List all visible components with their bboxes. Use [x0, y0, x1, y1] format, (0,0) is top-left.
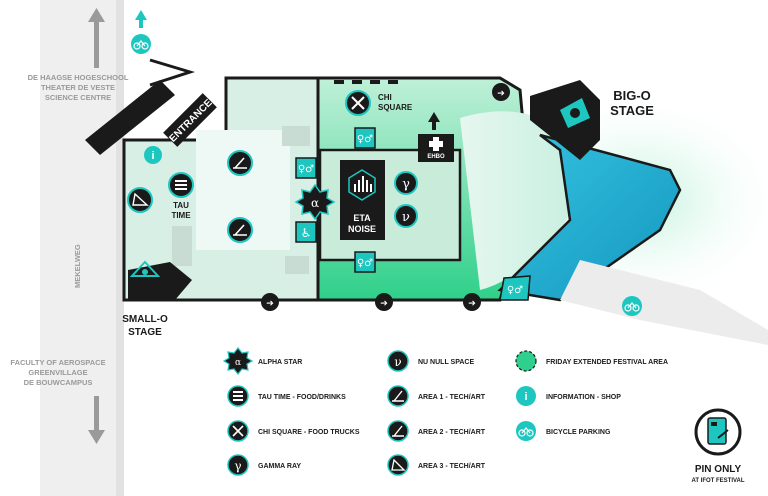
legend-information: INFORMATION - SHOP	[546, 394, 621, 401]
ehbo-marker: EHBO	[418, 112, 454, 162]
toilet-marker-4: ♀♂	[499, 275, 531, 301]
legend-bicycle-parking: BICYCLE PARKING	[546, 429, 611, 436]
svg-text:i: i	[524, 391, 527, 403]
accessible-toilet-marker: ♿	[295, 221, 317, 243]
svg-text:➔: ➔	[497, 89, 505, 99]
legend-col3: FRIDAY EXTENDED FESTIVAL AREA i INFORMAT…	[515, 350, 668, 441]
svg-text:➔: ➔	[468, 299, 476, 309]
svg-text:♀♂: ♀♂	[357, 258, 373, 269]
area-3-icon	[387, 454, 409, 476]
chi-label-2: SQUARE	[378, 103, 413, 112]
svg-text:♀♂: ♀♂	[357, 134, 373, 145]
chi-square-marker	[345, 90, 371, 116]
area-2-marker	[227, 217, 253, 243]
legend-area-3: AREA 3 - TECH/ART	[418, 463, 486, 470]
svg-text:♿: ♿	[301, 226, 312, 240]
grey-road	[560, 260, 768, 345]
eta-label-2: NOISE	[348, 224, 376, 234]
legend-chi-square: CHI SQUARE - FOOD TRUCKS	[258, 429, 360, 436]
toilet-marker-1: ♀♂	[354, 127, 376, 149]
bicycle-parking-top	[131, 10, 151, 54]
gamma-ray-icon: γ	[227, 454, 249, 476]
big-o-stage	[530, 80, 600, 160]
legend-col1: α ALPHA STAR TAU TIME - FOOD/DRINKS CHI …	[222, 347, 360, 476]
svg-text:➔: ➔	[380, 299, 388, 309]
bottom-destination-2: GREENVILLAGE	[28, 368, 87, 377]
area-3-marker	[127, 187, 153, 213]
chi-label-1: CHI	[378, 93, 392, 102]
bicycle-parking-right	[622, 296, 642, 316]
toilet-marker-3: ♀♂	[354, 251, 376, 273]
nu-null-space-marker: ν	[394, 204, 418, 228]
area-2-icon	[387, 420, 409, 442]
legend-gamma-ray: GAMMA RAY	[258, 463, 301, 470]
top-destination-3: SCIENCE CENTRE	[45, 93, 111, 102]
svg-text:ν: ν	[394, 355, 401, 369]
svg-text:γ: γ	[402, 177, 410, 192]
legend-area-2: AREA 2 - TECH/ART	[418, 429, 486, 436]
alpha-star-icon: α	[222, 347, 254, 375]
information-icon: i	[516, 386, 536, 406]
exit-marker-1: ➔	[261, 293, 279, 311]
toilet-marker-2: ♀♂	[295, 157, 317, 179]
grey-patch-1	[282, 126, 310, 146]
eta-noise-icon	[348, 169, 376, 201]
bottom-destination-3: DE BOUWCAMPUS	[24, 378, 93, 387]
eta-label-1: ETA	[353, 213, 371, 223]
tau-time-marker	[168, 172, 194, 198]
grey-patch-2	[285, 256, 309, 274]
small-o-label-1: SMALL-O	[122, 314, 168, 325]
svg-text:α: α	[311, 196, 319, 210]
svg-text:ν: ν	[402, 210, 410, 225]
tau-label-1: TAU	[173, 201, 189, 210]
svg-text:♀♂: ♀♂	[298, 164, 314, 175]
area-1-icon	[387, 385, 409, 407]
big-o-label-1: BIG-O	[613, 88, 651, 103]
grey-patch-3	[172, 226, 192, 266]
ehbo-label: EHBO	[427, 154, 445, 160]
gamma-ray-marker: γ	[394, 171, 418, 195]
pin-only-subtitle: AT IFOT FESTIVAL	[691, 478, 744, 484]
parking-bars	[334, 80, 398, 84]
top-destination-2: THEATER DE VESTE	[41, 83, 115, 92]
tau-label-2: TIME	[171, 211, 191, 220]
pin-only-title: PIN ONLY	[695, 464, 742, 475]
area-1-marker	[227, 150, 253, 176]
legend-alpha-star: ALPHA STAR	[258, 359, 302, 366]
alpha-star-marker: α	[294, 183, 336, 221]
legend-friday-area: FRIDAY EXTENDED FESTIVAL AREA	[546, 359, 668, 366]
svg-text:γ: γ	[234, 459, 241, 473]
north-arrow-icon	[88, 8, 105, 68]
nu-null-space-icon: ν	[387, 350, 409, 372]
bottom-destination-1: FACULTY OF AEROSPACE	[10, 358, 105, 367]
bicycle-parking-icon	[516, 421, 536, 441]
top-destination-1: DE HAAGSE HOGESCHOOL	[28, 73, 129, 82]
pin-only-badge	[694, 408, 742, 456]
information-marker: i	[144, 146, 162, 164]
exit-marker-3: ➔	[463, 293, 481, 311]
legend-col2: ν NU NULL SPACE AREA 1 - TECH/ART AREA 2…	[387, 350, 486, 476]
small-o-label-2: STAGE	[128, 327, 162, 338]
hatched-area	[460, 111, 580, 290]
road-edge	[116, 0, 124, 496]
big-o-label-2: STAGE	[610, 103, 654, 118]
road-label: MEKELWEG	[73, 244, 82, 288]
svg-text:♀♂: ♀♂	[507, 285, 523, 296]
exit-marker-4: ➔	[492, 83, 510, 101]
exit-marker-2: ➔	[375, 293, 393, 311]
entrance-path	[85, 58, 196, 155]
svg-text:➔: ➔	[266, 299, 274, 309]
svg-text:α: α	[235, 358, 241, 368]
legend-tau-time: TAU TIME - FOOD/DRINKS	[258, 394, 346, 401]
road-band	[40, 0, 122, 496]
chi-square-icon	[227, 420, 249, 442]
svg-text:i: i	[151, 150, 154, 162]
south-arrow-icon	[88, 396, 105, 444]
legend-area-1: AREA 1 - TECH/ART	[418, 394, 486, 401]
legend-nu-null-space: NU NULL SPACE	[418, 359, 474, 366]
small-o-stage	[128, 260, 192, 300]
tau-time-icon	[227, 385, 249, 407]
friday-area-icon	[515, 350, 537, 372]
